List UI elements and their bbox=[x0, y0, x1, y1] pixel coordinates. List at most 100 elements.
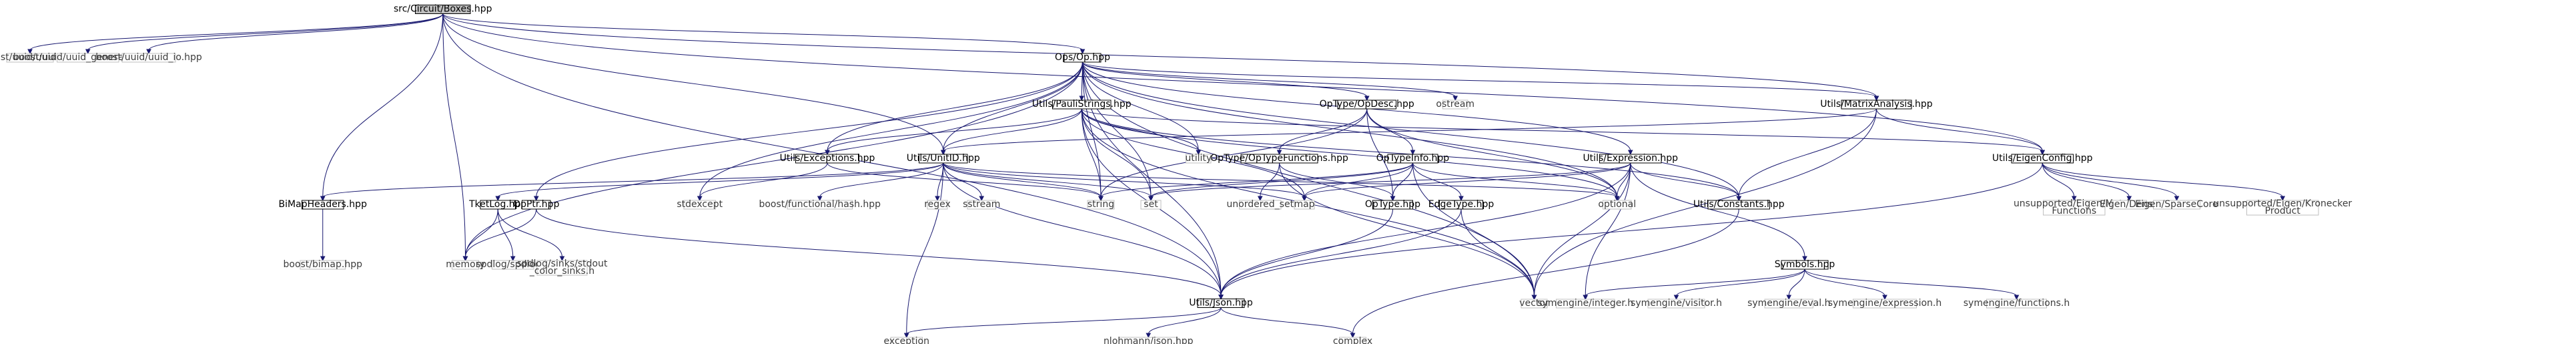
node-edgetype[interactable]: EdgeType.hpp bbox=[1428, 199, 1494, 210]
node-string-label-0: string bbox=[1088, 199, 1114, 210]
node-set: set bbox=[1140, 199, 1162, 210]
edge-optypeinfo-to-edgetype bbox=[1412, 162, 1462, 198]
edge-json-to-nlohmann bbox=[1148, 307, 1222, 335]
edge-opptr-to-json bbox=[536, 208, 1222, 296]
edge-arrowhead-0 bbox=[27, 49, 33, 55]
node-opdesc[interactable]: OpType/OpDesc.hpp bbox=[1320, 99, 1414, 110]
edge-paulistrings-to-eigenconfig bbox=[1081, 108, 2043, 152]
node-memory-label-0: memory bbox=[446, 259, 485, 270]
node-sstream-label-0: sstream bbox=[963, 199, 1000, 210]
edge-eigenconfig-to-eigensparse bbox=[2042, 162, 2177, 198]
node-paulistrings[interactable]: Utils/PauliStrings.hpp bbox=[1032, 99, 1132, 110]
edge-arrowhead-1 bbox=[85, 49, 91, 55]
edge-arrowhead-27 bbox=[825, 150, 830, 156]
node-spdlogsinks-label-0: spdlog/sinks/stdout bbox=[517, 259, 608, 269]
node-spdlog: spdlog/spdlog.h bbox=[476, 259, 550, 270]
node-boxes[interactable]: src/Circuit/Boxes.hpp bbox=[394, 4, 492, 15]
node-vector: vector bbox=[1519, 298, 1549, 309]
node-constants[interactable]: Utils/Constants.hpp bbox=[1693, 199, 1785, 210]
edge-arrowhead-49 bbox=[320, 196, 326, 202]
node-spdlog-label-0: spdlog/spdlog.h bbox=[476, 259, 550, 270]
node-boxes-box bbox=[415, 5, 471, 14]
node-nlohmann: nlohmann/json.hpp bbox=[1104, 336, 1194, 344]
edge-optypeinfo-to-set bbox=[1150, 162, 1413, 198]
node-paulistrings-box bbox=[1052, 100, 1112, 110]
node-symfunctions-label-0: symengine/functions.h bbox=[1964, 298, 2070, 309]
node-matrixanalysis-label-0: Utils/MatrixAnalysis.hpp bbox=[1820, 99, 1932, 110]
edge-arrowhead-97 bbox=[2014, 295, 2020, 301]
edge-arrowhead-73 bbox=[1148, 196, 1154, 202]
node-optypefunctions-box bbox=[1240, 154, 1318, 164]
edge-tketlog-to-memory bbox=[465, 208, 498, 258]
edge-json-to-complex bbox=[1220, 307, 1353, 335]
node-utility-box bbox=[1186, 154, 1212, 164]
node-complex-box bbox=[1339, 337, 1366, 344]
node-eigenconfig[interactable]: Utils/EigenConfig.hpp bbox=[1992, 153, 2093, 164]
edge-expression-to-constants bbox=[1630, 162, 1739, 198]
node-op[interactable]: Ops/Op.hpp bbox=[1055, 52, 1110, 63]
edge-expression-to-symbols bbox=[1630, 162, 1805, 258]
edge-arrowhead-98 bbox=[903, 333, 909, 339]
node-matrixanalysis[interactable]: Utils/MatrixAnalysis.hpp bbox=[1820, 99, 1932, 110]
node-json-box bbox=[1197, 299, 1245, 308]
edge-arrowhead-47 bbox=[697, 196, 703, 202]
node-regex: regex bbox=[924, 199, 951, 210]
edge-eigenconfig-to-eigendense bbox=[2042, 162, 2130, 198]
node-symfunctions: symengine/functions.h bbox=[1964, 298, 2070, 309]
edge-arrowhead-39 bbox=[1410, 150, 1416, 156]
edge-unitid-to-exception bbox=[906, 162, 944, 335]
node-exception-label-0: exception bbox=[884, 336, 929, 344]
node-unordered_set-label-0: unordered_set bbox=[1226, 199, 1294, 210]
node-stdexcept: stdexcept bbox=[677, 199, 723, 210]
edge-exceptions-to-string bbox=[827, 162, 1102, 198]
edge-paulistrings-to-string bbox=[1081, 108, 1102, 198]
node-json[interactable]: Utils/Json.hpp bbox=[1189, 298, 1253, 309]
edge-symbols-to-symvisitor bbox=[1676, 269, 1805, 297]
node-bimapheaders[interactable]: BiMapHeaders.hpp bbox=[279, 199, 368, 210]
node-expression[interactable]: Utils/Expression.hpp bbox=[1583, 153, 1678, 164]
edge-op-to-string bbox=[1082, 61, 1102, 198]
node-symintegerh-label-0: symengine/integer.h bbox=[1537, 298, 1633, 309]
edge-arrowhead-52 bbox=[935, 196, 940, 202]
edge-arrowhead-86 bbox=[559, 256, 565, 262]
node-set-label-0: set bbox=[1144, 199, 1158, 210]
node-symbols-box bbox=[1781, 260, 1829, 270]
node-symbols[interactable]: Symbols.hpp bbox=[1775, 259, 1835, 270]
edge-arrowhead-70 bbox=[1736, 196, 1742, 202]
node-matrixanalysis-box bbox=[1841, 100, 1912, 110]
node-memory-box bbox=[452, 260, 479, 270]
node-uuidgen-box bbox=[57, 53, 119, 63]
edge-opptr-to-memory bbox=[465, 208, 537, 258]
node-memory: memory bbox=[446, 259, 485, 270]
node-opptr-box bbox=[522, 200, 551, 210]
node-boosthash: boost/functional/hash.hpp bbox=[759, 199, 881, 210]
edge-unitid-to-sstream bbox=[943, 162, 982, 198]
node-eigenmatrixfunctions-label-1: Functions bbox=[2052, 206, 2096, 216]
node-paulistrings-label-0: Utils/PauliStrings.hpp bbox=[1032, 99, 1132, 110]
node-optype[interactable]: OpType.hpp bbox=[1365, 199, 1420, 210]
node-symexpression-box bbox=[1853, 299, 1917, 309]
node-boosthash-box bbox=[787, 200, 853, 210]
edge-op-to-ostream bbox=[1082, 61, 1456, 98]
edge-tketlog-to-spdlog bbox=[497, 208, 514, 258]
edge-arrowhead-95 bbox=[1786, 295, 1792, 301]
node-constants-label-0: Utils/Constants.hpp bbox=[1693, 199, 1785, 210]
node-optypeinfo[interactable]: OpTypeInfo.hpp bbox=[1376, 153, 1450, 164]
node-nlohmann-box bbox=[1119, 337, 1178, 344]
node-exceptions[interactable]: Utils/Exceptions.hpp bbox=[780, 153, 875, 164]
node-boosthash-label-0: boost/functional/hash.hpp bbox=[759, 199, 881, 210]
edge-op-to-set bbox=[1082, 61, 1152, 198]
node-optype-box bbox=[1372, 200, 1413, 210]
edge-arrowhead-78 bbox=[2071, 196, 2077, 202]
edge-expression-to-json bbox=[1220, 162, 1631, 296]
node-eigendense-label-0: Eigen/Dense bbox=[2100, 199, 2158, 210]
node-unitid[interactable]: Utils/UnitID.hpp bbox=[907, 153, 980, 164]
node-opptr[interactable]: OpPtr.hpp bbox=[513, 199, 560, 210]
node-tketlog-label-0: TketLog.hpp bbox=[468, 199, 526, 210]
node-tketlog[interactable]: TketLog.hpp bbox=[468, 199, 526, 210]
node-optypefunctions[interactable]: OpType/OpTypeFunctions.hpp bbox=[1210, 153, 1348, 164]
node-map-box bbox=[1294, 200, 1315, 210]
edge-symbols-to-symexpression bbox=[1804, 269, 1885, 297]
edge-arrowhead-71 bbox=[1802, 256, 1807, 262]
